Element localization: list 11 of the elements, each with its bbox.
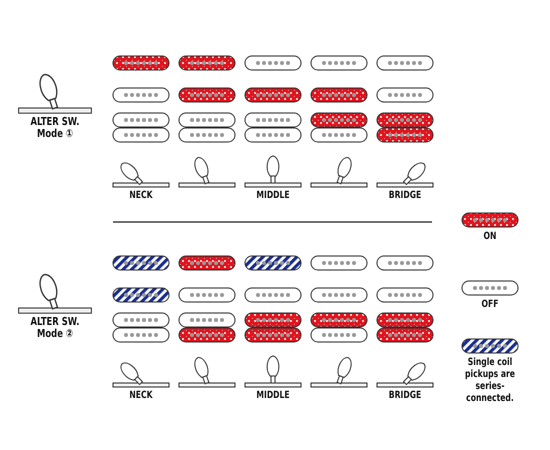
- position-label: MIDDLE: [255, 190, 291, 202]
- position-label: BRIDGE: [388, 390, 422, 402]
- position-label: MIDDLE: [255, 390, 291, 402]
- legend-label: Single coil pickups are series-connected.: [464, 357, 516, 405]
- position-label: BRIDGE: [388, 190, 422, 202]
- legend-label: ON: [482, 231, 498, 243]
- mode-label: ALTER SW. Mode ①: [30, 116, 80, 140]
- position-label: NECK: [128, 390, 154, 402]
- position-label: NECK: [128, 190, 154, 202]
- legend-label: OFF: [480, 299, 500, 311]
- mode-label: ALTER SW. Mode ②: [30, 316, 80, 340]
